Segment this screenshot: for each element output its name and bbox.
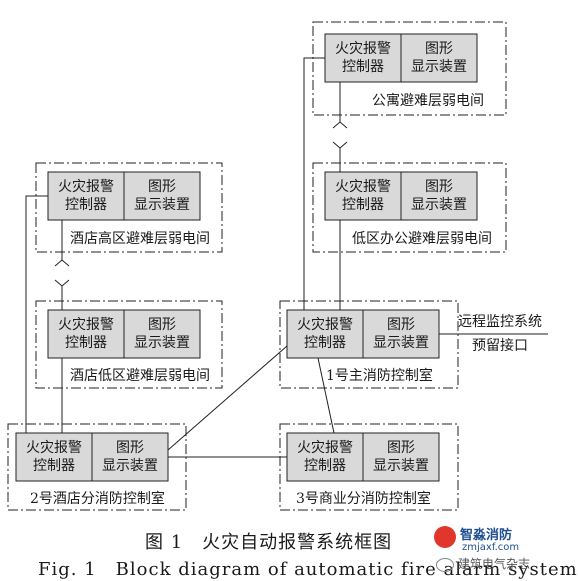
frame-hotel-sub [7, 423, 187, 511]
watermark-logo-icon [434, 526, 456, 548]
commercial-sub-display-label: 图形 显示装置 [373, 440, 429, 474]
frame-hotel-low [35, 300, 223, 389]
room-label-hotel-low: 酒店低区避难层弱电间 [70, 368, 210, 384]
hotel-high-controller-label: 火灾报警 控制器 [58, 179, 114, 213]
block-diagram [7, 21, 548, 511]
room-label-hotel-sub: 2号酒店分消防控制室 [30, 491, 165, 507]
link-hotelsub-hotelhigh [25, 195, 48, 433]
room-label-low-office: 低区办公避难层弱电间 [352, 231, 492, 247]
watermark-url: zmjaxf.com [462, 542, 520, 553]
hotel-sub-display-label: 图形 显示装置 [102, 440, 158, 474]
link-main-hotelsub [167, 345, 288, 451]
room-label-main-control: 1号主消防控制室 [326, 368, 433, 384]
apartment-controller-label: 火灾报警 控制器 [335, 41, 391, 75]
apartment-display-label: 图形 显示装置 [411, 41, 467, 75]
break-mark-apartment [332, 121, 348, 149]
main-control-controller-label: 火灾报警 控制器 [297, 317, 353, 351]
break-mark-hotel [54, 259, 70, 287]
room-label-hotel-high: 酒店高区避难层弱电间 [70, 231, 210, 247]
hotel-low-controller-label: 火灾报警 控制器 [58, 317, 114, 351]
hotel-sub-controller-label: 火灾报警 控制器 [26, 440, 82, 474]
main-control-display-label: 图形 显示装置 [373, 317, 429, 351]
remote-monitoring-label: 远程监控系统 [458, 314, 542, 330]
figure-caption-zh: 图 1 火灾自动报警系统框图 [145, 532, 393, 553]
commercial-sub-controller-label: 火灾报警 控制器 [297, 440, 353, 474]
frame-main-control [279, 300, 459, 389]
low-office-controller-label: 火灾报警 控制器 [335, 179, 391, 213]
link-main-commercial [317, 357, 335, 434]
hotel-low-display-label: 图形 显示装置 [134, 317, 190, 351]
watermark-name: 智淼消防 [460, 528, 513, 543]
reserved-interface-label: 预留接口 [472, 338, 528, 354]
watermark: 智淼消防 zmjaxf.com 建筑电气杂志 [432, 522, 562, 578]
frame-hotel-high [35, 162, 223, 253]
low-office-display-label: 图形 显示装置 [411, 179, 467, 213]
watermark-magazine: 建筑电气杂志 [458, 557, 531, 571]
frame-commercial-sub [279, 423, 459, 511]
frame-low-office [312, 162, 507, 253]
room-label-commercial-sub: 3号商业分消防控制室 [296, 491, 431, 507]
hotel-high-display-label: 图形 显示装置 [134, 179, 190, 213]
frame-apartment [312, 21, 507, 116]
link-main-apartment [303, 57, 325, 310]
room-label-apartment: 公寓避难层弱电间 [372, 93, 484, 109]
wechat-icon [436, 558, 454, 572]
